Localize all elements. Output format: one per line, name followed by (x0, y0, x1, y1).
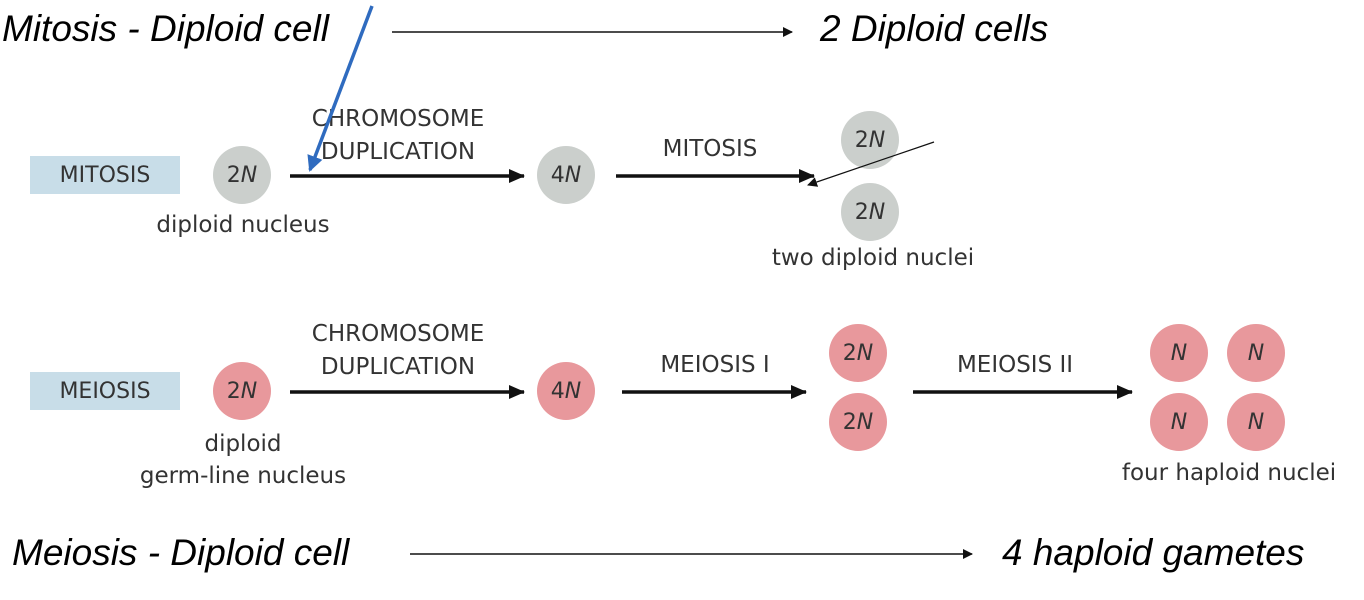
meiosis-result-nucleus-1: N (1150, 324, 1208, 382)
mitosis-middle-nucleus: 4N (537, 146, 595, 204)
mitosis-start-caption: diploid nucleus (156, 212, 330, 238)
mitosis-step2-label: MITOSIS (662, 136, 758, 162)
meiosis-middle-nucleus: 4N (537, 362, 595, 420)
mitosis-row-label: MITOSIS (30, 156, 180, 194)
meiosis-result-nucleus-2: N (1227, 324, 1285, 382)
mitosis-caption-left: Mitosis - Diploid cell (2, 8, 329, 49)
meiosis-result-nucleus-4: N (1227, 393, 1285, 451)
mitosis-start-nucleus: 2N (213, 146, 271, 204)
mitosis-caption-right: 2 Diploid cells (820, 8, 1049, 49)
meiosis-caption-left: Meiosis - Diploid cell (12, 532, 350, 573)
mitosis-result-caption: two diploid nuclei (771, 245, 975, 271)
meiosis-step2-label: MEIOSIS I (660, 352, 770, 378)
meiosis-result-caption: four haploid nuclei (1121, 460, 1337, 486)
meiosis-caption-right: 4 haploid gametes (1002, 532, 1305, 573)
meiosis-row-label: MEIOSIS (30, 372, 180, 410)
mitosis-step1-label: CHROMOSOME DUPLICATION (311, 106, 485, 165)
thin-annotation-arrow (807, 141, 935, 187)
meiosis-start-nucleus: 2N (213, 362, 271, 420)
meiosis-start-caption: diploid germ-line nucleus (139, 431, 347, 489)
meiosis-step1-label: CHROMOSOME DUPLICATION (311, 321, 485, 380)
meiosis-intermediate-nucleus-2: 2N (829, 393, 887, 451)
mitosis-result-nucleus-2: 2N (841, 183, 899, 241)
meiosis-result-nucleus-3: N (1150, 393, 1208, 451)
blue-annotation-arrow (307, 5, 374, 172)
mitosis-result-nucleus-1: 2N (841, 111, 899, 169)
meiosis-intermediate-nucleus-1: 2N (829, 324, 887, 382)
meiosis-step3-label: MEIOSIS II (956, 352, 1074, 378)
